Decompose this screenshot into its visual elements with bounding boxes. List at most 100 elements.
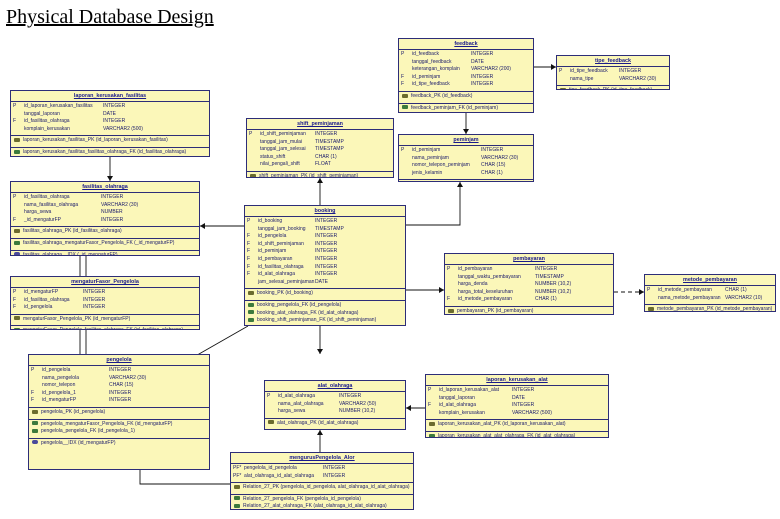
column-type: CHAR (15): [109, 382, 134, 389]
key-section: metode_pembayaran_PK (id_metode_pembayar…: [645, 304, 775, 311]
column-type: INTEGER: [103, 103, 126, 109]
foreign-key-entry: laporan_kerusakan_alat_alat_olahraga_FK …: [426, 433, 608, 437]
primary-key-entry: peminjam_PK (id_peminjam): [399, 181, 533, 182]
column-key-flag: PF*: [233, 472, 242, 479]
column-name: tanggal_feedback: [412, 58, 452, 65]
column-type: INTEGER: [471, 81, 494, 88]
column-type: VARCHAR2 (30): [619, 75, 657, 82]
table-header: alat_olahraga: [265, 381, 405, 392]
foreign-key-entry: booking_shift_peminjaman_FK (id_shift_pe…: [245, 317, 405, 325]
column-type: INTEGER: [83, 304, 106, 311]
column-name: komplain_kerusakan: [439, 409, 485, 416]
column-name: id_booking: [258, 218, 283, 224]
column-name: id_pembayaran: [258, 255, 293, 262]
column-name: id_mengaturFP: [24, 289, 59, 295]
column-type: TIMESTAMP: [535, 273, 564, 280]
column-key-flag: F: [13, 216, 17, 223]
column-key-flag: F: [13, 118, 17, 125]
column-type: VARCHAR2 (500): [103, 125, 143, 132]
column-type: INTEGER: [315, 271, 338, 278]
column-key-flag: F: [247, 271, 251, 278]
key-section: pengelola_mengaturFasor_Pengelola_FK (id…: [29, 418, 209, 438]
column-type: INTEGER: [109, 367, 132, 373]
column-type: INTEGER: [315, 218, 338, 224]
table-header: laporan_kerusakan_fasilitas: [11, 91, 209, 102]
column-type: INTEGER: [471, 73, 494, 80]
column-name: id_pengelola: [24, 304, 53, 311]
column-key-flag: F: [31, 389, 35, 396]
column-type: VARCHAR2 (30): [109, 374, 147, 381]
column-type: VARCHAR2 (50): [339, 400, 377, 407]
column-key-flag: F: [247, 248, 251, 255]
column-type: NUMBER: [101, 209, 123, 216]
column-name: id_fasilitas_olahraga: [24, 296, 70, 303]
column-key-flag: F: [428, 402, 432, 409]
column-type: INTEGER: [323, 465, 346, 471]
column-name: id_fasilitas_olahraga: [258, 263, 304, 270]
key-section: peminjam_PK (id_peminjam): [399, 179, 533, 182]
column-key-flag: P: [428, 387, 432, 393]
key-section: booking_PK (id_booking): [245, 288, 405, 300]
column-type: VARCHAR2 (30): [481, 154, 519, 161]
key-section: pembayaran_PK (id_pembayaran): [445, 305, 613, 314]
index-entry: fasilitas_olahraga__IDX (_id_mengaturFP): [11, 252, 199, 255]
column-name: id_pengelola: [42, 367, 71, 373]
column-key-flag: P: [647, 287, 651, 293]
column-type: DATE: [471, 58, 484, 65]
column-name: nama_peminjam: [412, 154, 449, 161]
column-name: nomor_telepon_peminjam: [412, 162, 470, 169]
column-type: INTEGER: [339, 393, 362, 399]
column-name: id_shift_peminjaman: [260, 131, 306, 137]
key-section: laporan_kerusakan_fasilitas_PK (id_lapor…: [11, 135, 209, 147]
column-type: VARCHAR2 (500): [512, 409, 552, 416]
column-name: id_pengelola_1: [42, 389, 76, 396]
column-name: tanggal_laporan: [439, 394, 475, 401]
column-type: INTEGER: [323, 472, 346, 479]
key-section: Relation_27_PK (pengelola_id_pengelola, …: [231, 482, 413, 494]
primary-key-entry: laporan_kerusakan_alat_PK (id_laporan_ke…: [426, 421, 608, 429]
column-type: CHAR (1): [481, 169, 503, 176]
key-section: mengaturFasor_Pengelola_PK (id_mengaturF…: [11, 313, 199, 326]
column-name: id_fasilitas_olahraga: [24, 194, 70, 200]
column-name: id_tipe_feedback: [412, 81, 450, 88]
primary-key-entry: pembayaran_PK (id_pembayaran): [445, 308, 613, 314]
column-name: id_shift_peminjaman: [258, 240, 304, 247]
index-entry: pengelola__IDX (id_mengaturFP): [29, 440, 209, 448]
primary-key-entry: shift_peminjaman_PK (id_shift_peminjaman…: [247, 173, 393, 177]
column-type: CHAR (1): [315, 153, 337, 160]
foreign-key-entry: booking_alat_olahraga_FK (id_alat_olahra…: [245, 310, 405, 318]
column-type: INTEGER: [471, 51, 494, 57]
key-section: tipe_feedback_PK (id_tipe_feedback): [557, 85, 669, 89]
primary-key-entry: Relation_27_PK (pengelola_id_pengelola, …: [231, 484, 413, 492]
foreign-key-entry: Relation_27_alat_olahraga_FK (alat_olahr…: [231, 503, 413, 509]
column-type: INTEGER: [535, 266, 558, 272]
column-name: alat_olahraga_id_alat_olahraga: [244, 472, 315, 479]
foreign-key-entry: pengelola_pengelola_FK (id_pengelola_1): [29, 428, 209, 436]
column-name: harga_sewa: [278, 408, 306, 415]
